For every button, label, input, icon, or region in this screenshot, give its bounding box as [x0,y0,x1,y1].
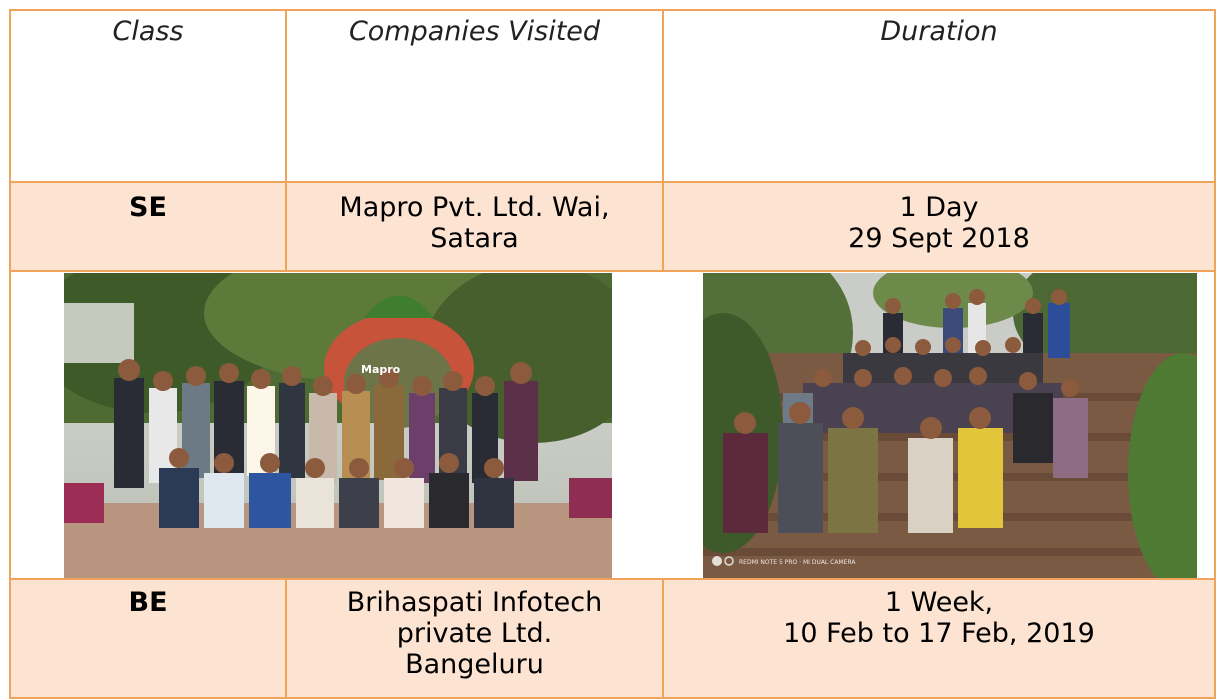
divider [662,183,664,270]
duration-line: 10 Feb to 17 Feb, 2019 [783,618,1095,649]
group-photo-brihaspati: REDMI NOTE 5 PRO · MI DUAL CAMERA [703,273,1197,578]
divider [9,578,1216,580]
duration-be: 1 Week, 10 Feb to 17 Feb, 2019 [664,587,1214,649]
header-class: Class [112,16,184,47]
company-line: Brihaspati Infotech [346,587,603,618]
company-line: Bangeluru [405,649,544,680]
class-se: SE [129,192,167,223]
se-row-bg [11,183,1214,270]
company-line: Mapro Pvt. Ltd. Wai, [339,192,610,223]
duration-line: 1 Day [899,192,979,223]
company-be: Brihaspati Infotech private Ltd. Bangelu… [287,587,662,680]
duration-se: 1 Day 29 Sept 2018 [664,192,1214,254]
company-se: Mapro Pvt. Ltd. Wai, Satara [287,192,662,254]
camera-watermark: REDMI NOTE 5 PRO · MI DUAL CAMERA [739,559,856,566]
divider [9,270,1216,272]
group-photo-mapro: Mapro [64,273,612,578]
duration-line: 1 Week, [884,587,994,618]
divider [285,580,287,697]
header-companies: Companies Visited [348,16,601,47]
header-duration: Duration [880,16,998,47]
mapro-sign-text: Mapro [361,363,401,376]
class-be: BE [128,587,168,618]
divider [9,181,1216,183]
group-photo-brihaspati-image: REDMI NOTE 5 PRO · MI DUAL CAMERA [703,273,1197,578]
company-line: private Ltd. [396,618,553,649]
divider [285,183,287,270]
divider [285,9,287,181]
divider [662,9,664,181]
divider [662,580,664,697]
duration-line: 29 Sept 2018 [848,223,1030,254]
be-row-bg [11,580,1214,697]
company-line: Satara [430,223,519,254]
group-photo-mapro-image: Mapro [64,273,612,578]
